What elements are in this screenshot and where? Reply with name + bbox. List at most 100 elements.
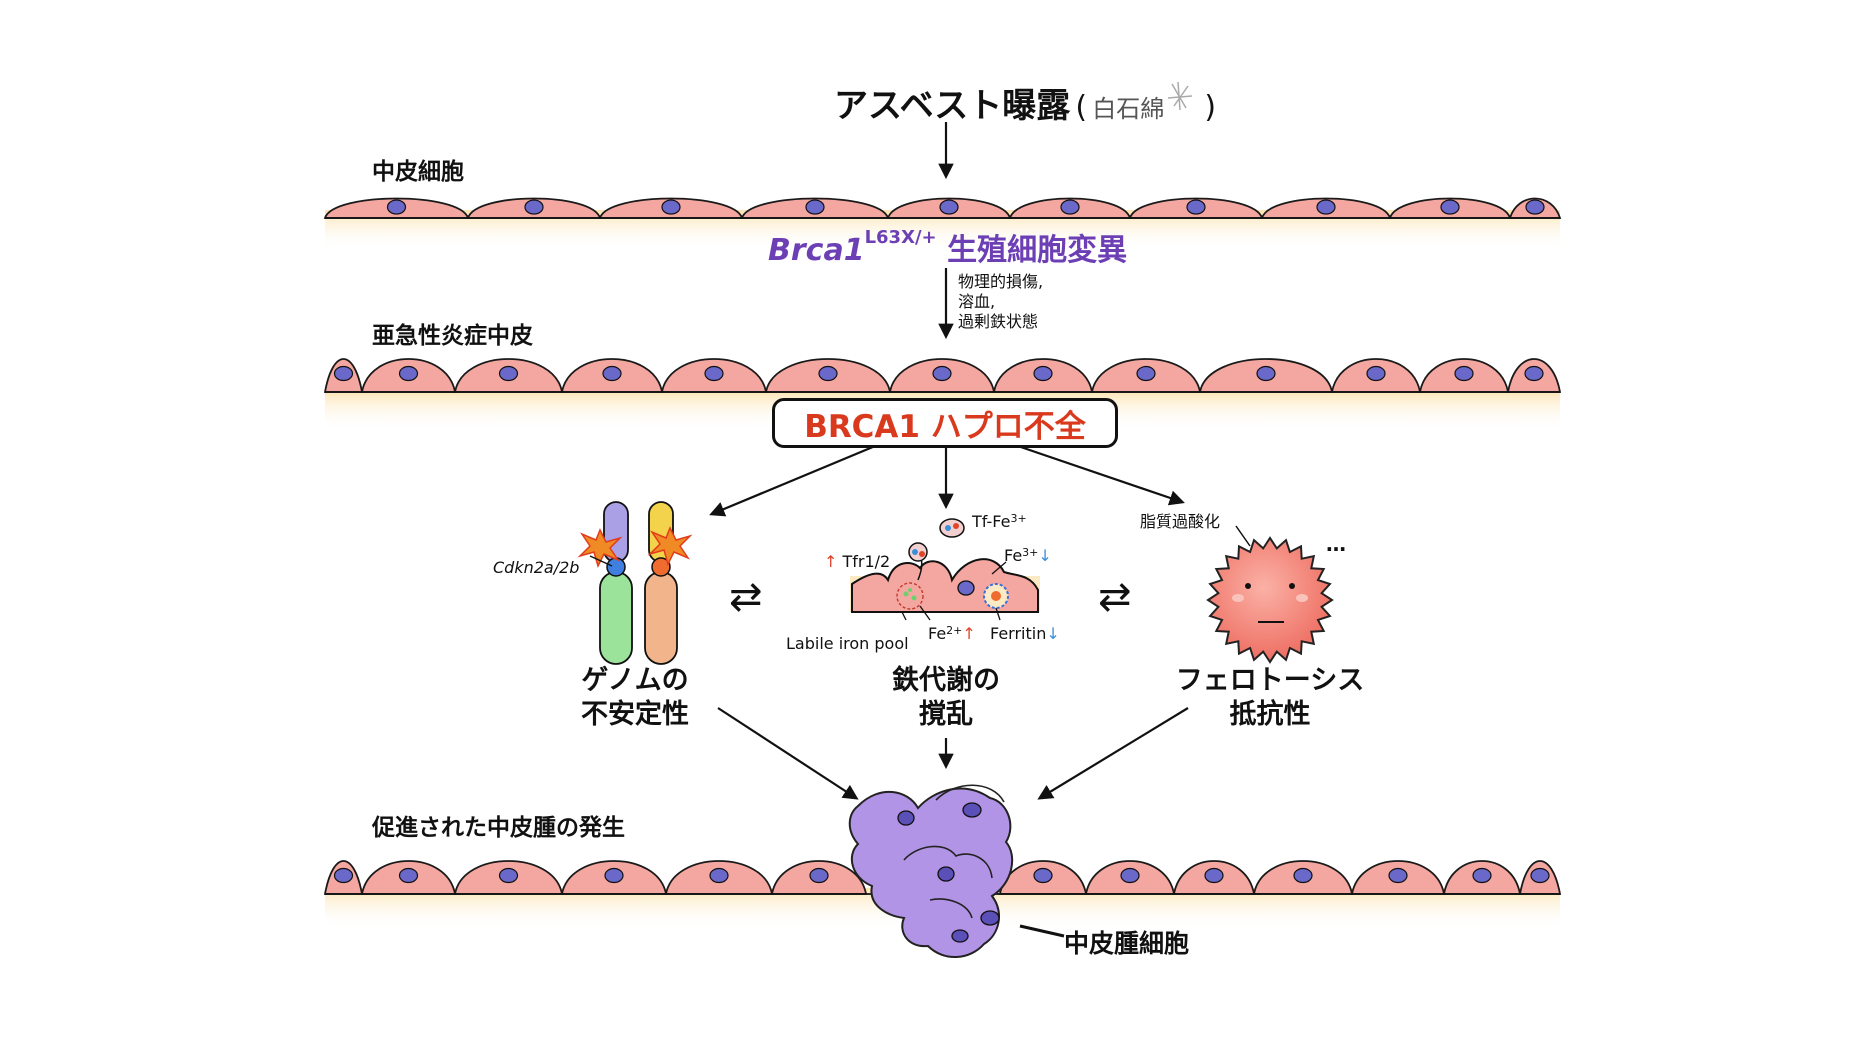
labile-iron-label: Labile iron pool xyxy=(786,634,909,653)
cell-nucleus xyxy=(709,867,729,884)
cell-nucleus xyxy=(1120,867,1140,884)
tf-fe-text: Tf-Fe xyxy=(972,512,1011,531)
equilibrium-arrow-right: ⇄ xyxy=(1098,574,1132,620)
cell-nucleus xyxy=(398,365,419,382)
brca1-haploinsufficiency-box: BRCA1 ハプロ不全 xyxy=(772,398,1118,448)
ellipsis-label: … xyxy=(1326,532,1346,556)
mesothelial-label: 中皮細胞 xyxy=(372,159,464,185)
cell-nucleus xyxy=(704,365,724,382)
cell-nucleus xyxy=(1388,867,1408,884)
cell-nucleus xyxy=(398,867,419,884)
tfr-label: ↑ Tfr1/2 xyxy=(824,552,890,571)
fe2-label: Fe2+↑ xyxy=(928,624,976,643)
cell-nucleus xyxy=(1256,365,1276,382)
ferritin-text: Ferritin xyxy=(990,624,1047,643)
iron-line1: 鉄代謝の xyxy=(892,665,1000,696)
arrow-ferro-tumor xyxy=(1037,707,1189,800)
subacute-layer xyxy=(323,358,1562,393)
tumor-cell-label: 中皮腫細胞 xyxy=(1064,929,1190,958)
cell-nucleus xyxy=(818,365,838,382)
ferroptotic-cell-illustration xyxy=(1206,525,1334,664)
cell-nucleus xyxy=(1136,365,1156,382)
genome-instability-label: ゲノムの 不安定性 xyxy=(560,664,710,732)
cell-nucleus xyxy=(932,365,952,382)
iron-metabolism-illustration xyxy=(850,518,1040,621)
tfr-text: Tfr1/2 xyxy=(842,552,891,571)
cell-nucleus xyxy=(1472,867,1492,884)
cell-nucleus xyxy=(1316,199,1336,215)
tumor-cluster xyxy=(848,784,1014,959)
gene-name: Brca1 xyxy=(768,233,865,268)
genome-line2: 不安定性 xyxy=(581,699,689,730)
tumor-stage-label: 促進された中皮腫の発生 xyxy=(372,815,625,841)
exposure-heading: アスベスト曝露 ( 白石綿 ) xyxy=(834,78,1216,127)
cell-nucleus xyxy=(1186,199,1206,215)
cell-nucleus xyxy=(1454,365,1474,382)
cell-nucleus xyxy=(1530,867,1550,884)
insult-physical: 物理的損傷, xyxy=(958,272,1044,291)
exposure-title: アスベスト曝露 xyxy=(834,86,1071,126)
insults-list: 物理的損傷, 溶血, 過剰鉄状態 xyxy=(958,272,1043,332)
dna-damage-burst-icon xyxy=(577,526,693,569)
fe3-label: Fe3+↓ xyxy=(1004,546,1052,565)
asbestos-fiber-icon xyxy=(1167,81,1193,111)
fe3-sup: 3+ xyxy=(1022,546,1039,559)
cell-nucleus xyxy=(1293,867,1313,884)
brca1-haplo-label: BRCA1 ハプロ不全 xyxy=(804,408,1086,445)
cell-nucleus xyxy=(661,199,681,215)
cell-nucleus xyxy=(1366,365,1386,382)
cdkn2a-label: Cdkn2a/2b xyxy=(493,558,580,577)
chromosome-2 xyxy=(644,501,678,665)
fe2-sup: 2+ xyxy=(946,624,963,637)
equilibrium-arrow-left: ⇄ xyxy=(729,574,763,620)
fe2-up-arrow: ↑ xyxy=(962,624,976,643)
cell-nucleus xyxy=(1525,199,1545,215)
cell-nucleus xyxy=(333,365,354,382)
cell-nucleus xyxy=(333,867,354,884)
ferroptosis-resistance-label: フェロトーシス 抵抗性 xyxy=(1160,664,1380,732)
ferro-line1: フェロトーシス xyxy=(1175,665,1365,696)
insult-iron-overload: 過剰鉄状態 xyxy=(958,312,1039,331)
fe3-text: Fe xyxy=(1004,546,1023,565)
ferritin-label: Ferritin↓ xyxy=(990,624,1060,643)
cell-nucleus xyxy=(805,199,825,215)
cell-nucleus xyxy=(1440,199,1460,215)
fe3-down-arrow: ↓ xyxy=(1038,546,1052,565)
tumor-layer xyxy=(323,860,1562,895)
paren-close: ) xyxy=(1204,90,1217,125)
iron-disturbance-label: 鉄代謝の 撹乱 xyxy=(870,664,1022,732)
arrow-to-genome xyxy=(709,442,881,517)
chromosome-1 xyxy=(599,501,633,665)
cell-nucleus xyxy=(1060,199,1080,215)
white-asbestos-label: 白石綿 xyxy=(1092,95,1165,123)
cell-nucleus xyxy=(498,867,519,884)
cell-nucleus xyxy=(524,199,544,215)
fe2-text: Fe xyxy=(928,624,947,643)
tfr-up-arrow: ↑ xyxy=(824,552,838,571)
cell-nucleus xyxy=(604,867,624,884)
subacute-label: 亜急性炎症中皮 xyxy=(372,323,533,349)
germline-text: 生殖細胞変異 xyxy=(947,233,1128,268)
lipid-peroxidation-label: 脂質過酸化 xyxy=(1140,512,1221,531)
cell-nucleus xyxy=(939,199,959,215)
tf-fe-label: Tf-Fe3+ xyxy=(972,512,1027,531)
cell-nucleus xyxy=(1033,365,1053,382)
germline-mutation-label: Brca1L63X/+ 生殖細胞変異 xyxy=(768,225,1127,269)
cell-nucleus xyxy=(1524,365,1544,382)
cell-nucleus xyxy=(602,365,622,382)
transferrin-icon xyxy=(939,518,965,538)
cell-nucleus xyxy=(809,867,829,884)
iron-line2: 撹乱 xyxy=(919,699,973,730)
mesothelial-layer xyxy=(323,197,1562,219)
arrow-genome-tumor xyxy=(717,707,859,800)
arrow-to-ferroptosis xyxy=(1011,442,1185,506)
cell-nucleus xyxy=(1033,867,1053,884)
ferro-line2: 抵抗性 xyxy=(1229,699,1311,730)
genome-line1: ゲノムの xyxy=(581,665,689,696)
cdkn-pointer xyxy=(589,555,613,567)
cell-nucleus xyxy=(386,199,407,215)
paren-open: ( xyxy=(1075,90,1088,125)
tf-fe-sup: 3+ xyxy=(1010,512,1027,525)
